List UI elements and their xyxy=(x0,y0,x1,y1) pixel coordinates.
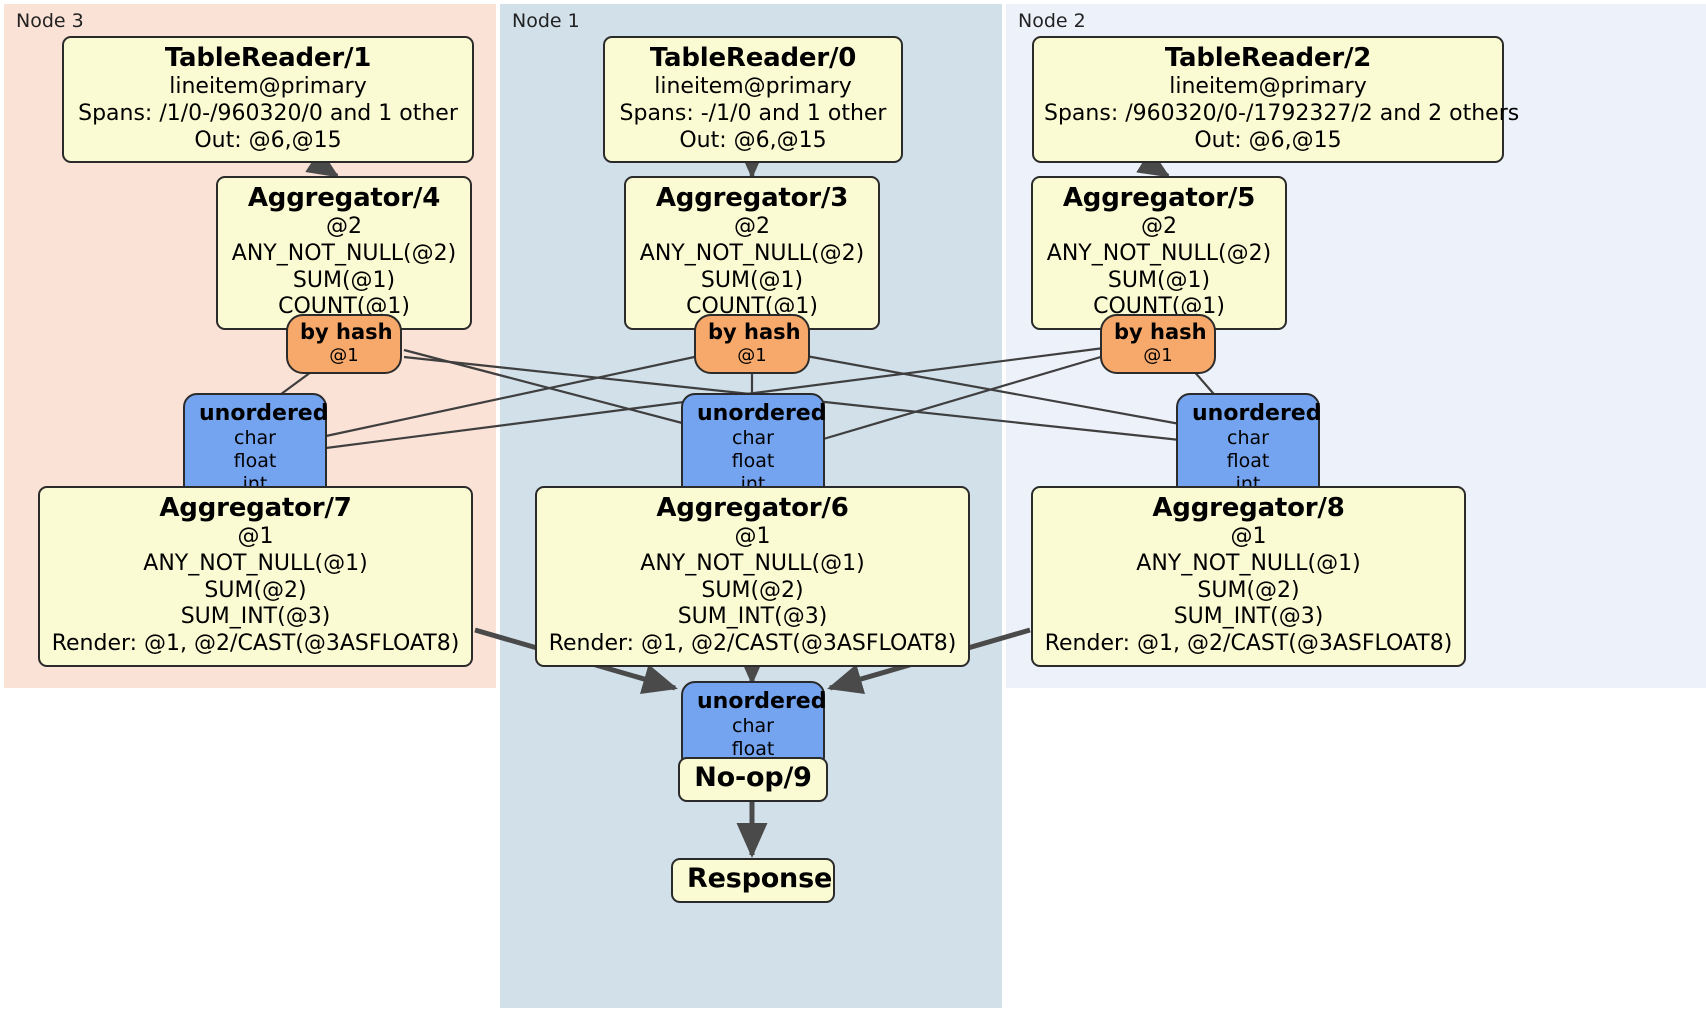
synchronizer-type-line: char xyxy=(732,427,774,450)
processor-detail-line: SUM_INT(@3) xyxy=(1173,604,1324,630)
processor-aggregator-4[interactable]: Aggregator/4 @2 ANY_NOT_NULL(@2) SUM(@1)… xyxy=(216,176,472,330)
node-panel-label-node3: Node 3 xyxy=(16,10,84,32)
processor-detail-line: @2 xyxy=(734,214,770,240)
processor-detail-line: SUM(@1) xyxy=(292,267,396,293)
synchronizer-type-line: char xyxy=(732,715,774,738)
synchronizer-type-line: float xyxy=(1226,450,1270,473)
router-detail-line: @1 xyxy=(737,344,767,366)
processor-title: TableReader/0 xyxy=(649,43,857,73)
processor-detail-line: lineitem@primary xyxy=(1169,74,1367,100)
processor-detail-line: lineitem@primary xyxy=(654,74,852,100)
processor-title: Aggregator/7 xyxy=(159,493,352,523)
processor-no-op-9[interactable]: No-op/9 xyxy=(678,757,828,802)
processor-render-line: Render: @1, @2/CAST(@3ASFLOAT8) xyxy=(1044,630,1453,656)
node-panel-label-node1: Node 1 xyxy=(512,10,580,32)
processor-aggregator-7[interactable]: Aggregator/7 @1 ANY_NOT_NULL(@1) SUM(@2)… xyxy=(38,486,473,667)
processor-detail-line: SUM_INT(@3) xyxy=(180,604,331,630)
processor-detail-line: SUM(@2) xyxy=(701,577,804,603)
processor-detail-line: lineitem@primary xyxy=(169,74,367,100)
synchronizer-title: unordered xyxy=(199,401,329,426)
processor-detail-line: @2 xyxy=(1141,214,1177,240)
processor-detail-line: ANY_NOT_NULL(@1) xyxy=(1136,551,1361,577)
processor-detail-line: SUM(@2) xyxy=(204,577,307,603)
synchronizer-type-line: char xyxy=(1227,427,1269,450)
processor-detail-line: ANY_NOT_NULL(@1) xyxy=(143,551,368,577)
processor-detail-line: Out: @6,@15 xyxy=(679,127,827,153)
processor-aggregator-3[interactable]: Aggregator/3 @2 ANY_NOT_NULL(@2) SUM(@1)… xyxy=(624,176,880,330)
processor-detail-line: @1 xyxy=(734,524,771,550)
processor-title: Aggregator/4 xyxy=(247,183,441,213)
processor-detail-line: Spans: /1/0-/960320/0 and 1 other xyxy=(78,101,458,127)
synchronizer-unordered-final[interactable]: unordered char float xyxy=(681,681,827,771)
processor-aggregator-6[interactable]: Aggregator/6 @1 ANY_NOT_NULL(@1) SUM(@2)… xyxy=(535,486,970,667)
processor-detail-line: Out: @6,@15 xyxy=(1194,127,1342,153)
processor-detail-line: Out: @6,@15 xyxy=(194,127,342,153)
processor-title: TableReader/2 xyxy=(1164,43,1372,73)
router-by-hash-center[interactable]: by hash @1 xyxy=(694,314,810,374)
router-by-hash-left[interactable]: by hash @1 xyxy=(286,314,402,374)
processor-detail-line: @1 xyxy=(237,524,274,550)
processor-detail-line: Spans: /960320/0-/1792327/2 and 2 others xyxy=(1044,101,1520,127)
processor-detail-line: ANY_NOT_NULL(@1) xyxy=(640,551,865,577)
router-title: by hash xyxy=(300,320,393,344)
processor-detail-line: SUM(@2) xyxy=(1197,577,1300,603)
synchronizer-type-line: float xyxy=(233,450,277,473)
processor-detail-line: SUM(@1) xyxy=(1107,267,1211,293)
processor-title: No-op/9 xyxy=(694,762,812,793)
processor-response[interactable]: Response xyxy=(671,858,835,903)
processor-title: Aggregator/8 xyxy=(1152,493,1345,523)
processor-detail-line: ANY_NOT_NULL(@2) xyxy=(1046,241,1272,267)
synchronizer-title: unordered xyxy=(1192,401,1322,426)
synchronizer-type-line: float xyxy=(731,738,775,761)
processor-title: Response xyxy=(687,863,833,894)
synchronizer-title: unordered xyxy=(697,689,827,714)
processor-detail-line: @1 xyxy=(1230,524,1267,550)
synchronizer-title: unordered xyxy=(697,401,827,426)
processor-table-reader-0[interactable]: TableReader/0 lineitem@primary Spans: -/… xyxy=(603,36,903,164)
processor-aggregator-5[interactable]: Aggregator/5 @2 ANY_NOT_NULL(@2) SUM(@1)… xyxy=(1031,176,1287,330)
processor-render-line: Render: @1, @2/CAST(@3ASFLOAT8) xyxy=(51,630,460,656)
router-by-hash-right[interactable]: by hash @1 xyxy=(1100,314,1216,374)
router-detail-line: @1 xyxy=(1143,344,1173,366)
processor-title: Aggregator/5 xyxy=(1062,183,1256,213)
processor-detail-line: SUM_INT(@3) xyxy=(677,604,828,630)
node-panel-label-node2: Node 2 xyxy=(1018,10,1086,32)
processor-table-reader-2[interactable]: TableReader/2 lineitem@primary Spans: /9… xyxy=(1032,36,1520,164)
synchronizer-type-line: char xyxy=(234,427,276,450)
processor-table-reader-1[interactable]: TableReader/1 lineitem@primary Spans: /1… xyxy=(62,36,474,164)
processor-detail-line: ANY_NOT_NULL(@2) xyxy=(231,241,457,267)
processor-render-line: Render: @1, @2/CAST(@3ASFLOAT8) xyxy=(548,630,957,656)
processor-title: Aggregator/3 xyxy=(655,183,849,213)
processor-detail-line: Spans: -/1/0 and 1 other xyxy=(619,101,887,127)
synchronizer-type-line: float xyxy=(731,450,775,473)
processor-detail-line: ANY_NOT_NULL(@2) xyxy=(639,241,865,267)
processor-title: Aggregator/6 xyxy=(656,493,849,523)
processor-aggregator-8[interactable]: Aggregator/8 @1 ANY_NOT_NULL(@1) SUM(@2)… xyxy=(1031,486,1466,667)
processor-detail-line: @2 xyxy=(326,214,362,240)
router-title: by hash xyxy=(708,320,801,344)
processor-title: TableReader/1 xyxy=(164,43,372,73)
router-detail-line: @1 xyxy=(329,344,359,366)
router-title: by hash xyxy=(1114,320,1207,344)
processor-detail-line: SUM(@1) xyxy=(700,267,804,293)
